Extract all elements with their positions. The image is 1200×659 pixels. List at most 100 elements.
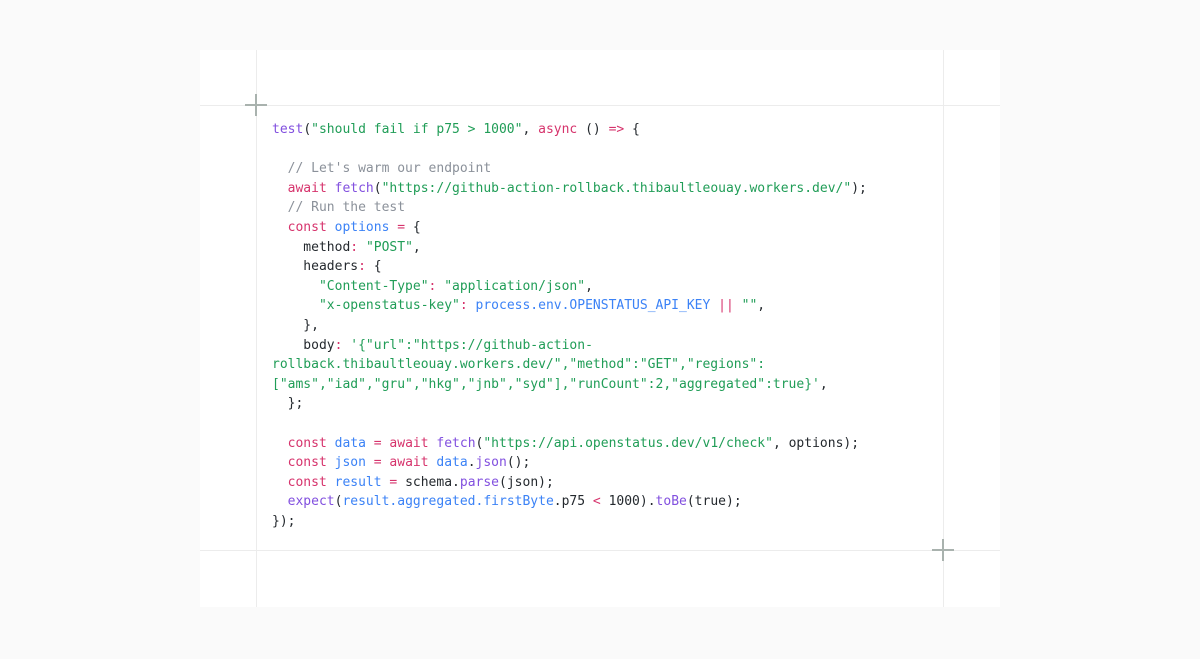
code-token-pl: headers <box>272 259 359 275</box>
code-token-kw: = <box>397 219 406 235</box>
code-token-pl: { <box>405 219 421 235</box>
code-token-pl <box>272 494 288 509</box>
code-token-pl <box>327 220 335 235</box>
code-token-kw: const <box>287 219 327 235</box>
code-line: expect(result.aggregated.firstByte.p75 <… <box>272 492 867 512</box>
code-token-kw: : <box>334 337 343 353</box>
code-token-pl: , options); <box>772 435 860 451</box>
code-token-kw: < <box>592 494 601 510</box>
code-token-kw: await <box>389 435 429 451</box>
code-token-kw: = <box>389 474 398 490</box>
code-token-fn: toBe <box>655 494 687 510</box>
code-token-fn: test <box>272 122 304 137</box>
code-token-fn: expect <box>287 494 335 510</box>
code-line: "Content-Type": "application/json", <box>272 277 867 297</box>
code-line: method: "POST", <box>272 238 867 258</box>
code-line: const result = schema.parse(json); <box>272 473 867 493</box>
code-line <box>272 414 867 434</box>
code-token-vr: json <box>334 455 366 471</box>
code-token-pl: (); <box>506 455 531 471</box>
code-token-st: "application/json" <box>444 278 586 294</box>
code-token-kw: : <box>428 278 437 294</box>
crop-rule-vertical-right <box>943 50 944 607</box>
code-token-st: "Content-Type" <box>318 278 429 294</box>
code-token-fn: parse <box>459 474 500 490</box>
code-token-st: '{"url":"https://github-action- <box>350 337 593 353</box>
code-token-st: rollback.thibaultleouay.workers.dev/","m… <box>272 357 766 373</box>
code-token-vr: data <box>334 435 366 451</box>
code-token-pl <box>366 436 374 451</box>
crosshair-vertical-arm <box>255 94 257 116</box>
code-line: }); <box>272 512 867 532</box>
code-token-pl <box>468 298 476 313</box>
code-token-pl: . <box>467 455 476 471</box>
code-line: // Let's warm our endpoint <box>272 159 867 179</box>
code-block: test("should fail if p75 > 1000", async … <box>272 120 867 531</box>
code-token-kw: const <box>287 435 327 451</box>
code-token-pl <box>272 161 288 176</box>
code-token-pl <box>327 436 335 451</box>
crosshair-vertical-arm <box>942 539 944 561</box>
code-line: body: '{"url":"https://github-action- <box>272 336 867 356</box>
code-token-st: "https://github-action-rollback.thibault… <box>381 180 852 196</box>
code-token-kw: const <box>287 455 327 471</box>
code-token-pl: 1000). <box>600 494 656 510</box>
code-token-pl <box>272 298 319 313</box>
code-token-pl: ); <box>851 180 867 196</box>
code-line: const data = await fetch("https://api.op… <box>272 434 867 454</box>
crop-rule-horizontal-top <box>200 105 1000 106</box>
code-canvas <box>200 50 1000 607</box>
code-token-pl: (json); <box>499 474 554 490</box>
code-token-st: "x-openstatus-key" <box>318 298 460 314</box>
code-token-kw: const <box>287 474 327 490</box>
code-line: // Run the test <box>272 198 867 218</box>
code-token-st: "" <box>741 298 758 314</box>
code-token-pl: ( <box>303 122 312 137</box>
code-token-kw: = <box>373 455 382 471</box>
code-line: }, <box>272 316 867 336</box>
crop-rule-horizontal-bottom <box>200 550 1000 551</box>
code-token-fn: fetch <box>436 435 476 451</box>
code-token-pl <box>272 200 288 215</box>
code-token-fn: json <box>475 455 507 471</box>
code-token-kw: await <box>389 455 429 471</box>
code-token-pl: , <box>585 278 593 294</box>
code-token-vr: options <box>334 219 390 235</box>
code-token-pl <box>366 455 374 470</box>
code-token-kw: || <box>718 298 734 314</box>
code-token-pl: (true); <box>686 494 742 510</box>
code-token-pl: .p75 <box>553 494 593 510</box>
code-token-kw: => <box>608 122 625 137</box>
code-line: headers: { <box>272 257 867 277</box>
code-token-pl <box>710 298 718 313</box>
code-token-vr: result.aggregated.firstByte <box>342 494 554 510</box>
code-token-pl: body <box>272 337 335 353</box>
code-token-vr: data <box>436 455 468 471</box>
code-token-pl <box>272 455 288 470</box>
code-token-pl <box>272 475 288 490</box>
code-line: rollback.thibaultleouay.workers.dev/","m… <box>272 355 867 375</box>
code-token-pl: method <box>272 239 351 255</box>
code-token-kw: async <box>538 122 578 137</box>
code-token-vr: result <box>334 474 382 490</box>
crop-rule-vertical-left <box>256 50 257 607</box>
code-token-pl: { <box>365 259 382 275</box>
crosshair-icon <box>245 94 267 116</box>
code-token-pl <box>272 436 288 451</box>
code-token-pl <box>734 298 742 313</box>
code-token-pl <box>327 475 335 490</box>
code-token-pl: { <box>624 122 640 137</box>
code-token-kw: = <box>373 435 382 451</box>
code-token-st: "POST" <box>365 239 413 255</box>
code-token-vr: process.env.OPENSTATUS_API_KEY <box>475 298 711 314</box>
code-token-kw: await <box>287 180 327 196</box>
code-token-st: ["ams","iad","gru","hkg","jnb","syd"],"r… <box>272 376 820 392</box>
code-token-pl: , <box>757 298 766 314</box>
code-line: test("should fail if p75 > 1000", async … <box>272 120 867 140</box>
code-token-kw: : <box>358 259 366 275</box>
code-token-st: "should fail if p75 > 1000" <box>311 122 523 137</box>
code-token-pl: }; <box>272 396 304 412</box>
code-token-cm: // Run the test <box>287 200 406 216</box>
code-token-st: "https://api.openstatus.dev/v1/check" <box>483 435 773 451</box>
